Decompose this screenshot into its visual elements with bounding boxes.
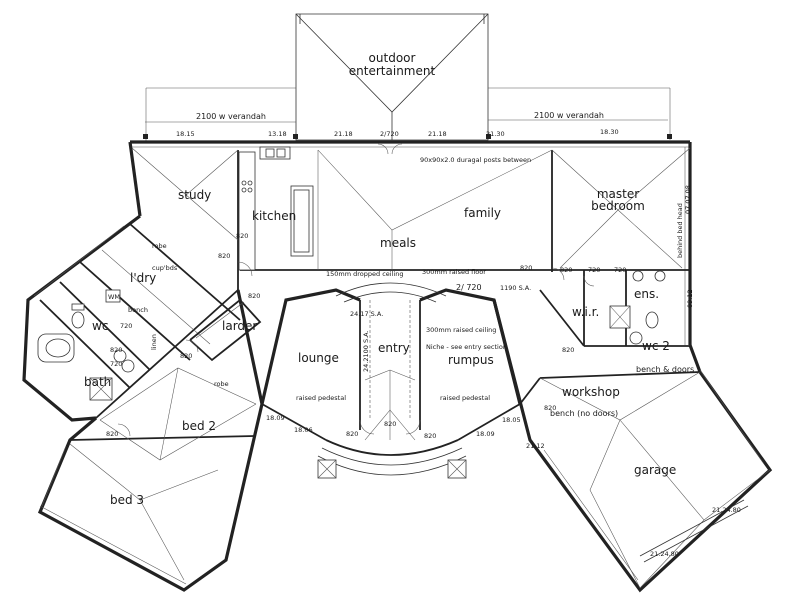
note-verandah-right: 2100 w verandah xyxy=(534,111,604,120)
dim-5: 21.18 xyxy=(428,130,447,138)
room-label-wc: wc xyxy=(92,319,108,333)
dim-22: 820 xyxy=(424,432,436,440)
note-cupbds: cup'bds xyxy=(152,264,178,272)
room-labels: outdoor entertainment study kitchen meal… xyxy=(84,51,676,507)
dim-3: 21.18 xyxy=(334,130,353,138)
room-label-wir: w.i.r. xyxy=(572,305,599,319)
note-raised-floor: 300mm raised floor xyxy=(422,268,486,276)
dim-11: 820 xyxy=(110,346,122,354)
note-behind-bed: behind bed head xyxy=(676,203,684,258)
dim-9: 820 xyxy=(248,292,260,300)
dim-6: 21.30 xyxy=(486,130,505,138)
room-label-bedroom: bedroom xyxy=(591,199,645,213)
dim-27: 18.06 xyxy=(294,426,313,434)
room-label-bath: bath xyxy=(84,375,111,389)
dim-8: 820 xyxy=(218,252,230,260)
dim-2: 13.18 xyxy=(268,130,287,138)
room-label-ens: ens. xyxy=(634,287,659,301)
dim-15: 820 xyxy=(560,266,572,274)
ceiling-diagonals xyxy=(131,147,691,270)
dim-26: 18.09 xyxy=(266,414,285,422)
note-bench-no-doors: bench (no doors) xyxy=(550,409,618,418)
dim-20: 820 xyxy=(384,420,396,428)
room-label-master: master xyxy=(597,187,639,201)
room-label-meals: meals xyxy=(380,236,416,250)
note-bench-doors: bench & doors xyxy=(636,365,694,374)
dim-12: 820 xyxy=(106,430,118,438)
dim-7: 18.30 xyxy=(600,128,619,136)
dim-1: 18.15 xyxy=(176,130,195,138)
dim-35: 820 xyxy=(520,264,532,272)
wm-label: WM xyxy=(108,293,120,301)
room-label-lounge: lounge xyxy=(298,351,339,365)
door-swings xyxy=(117,143,595,437)
dimensions: 18.15 13.18 21.18 2/720 21.18 21.30 18.3… xyxy=(106,128,741,558)
room-label-bed2: bed 2 xyxy=(182,419,216,433)
dim-17: 720 xyxy=(614,266,626,274)
room-label-entry: entry xyxy=(378,341,410,355)
dim-16: 720 xyxy=(588,266,600,274)
room-label-study: study xyxy=(178,188,211,202)
note-pedestal-left: raised pedestal xyxy=(296,394,346,402)
note-raised-ceiling: 300mm raised ceiling xyxy=(426,326,496,334)
outdoor-roof xyxy=(143,13,672,142)
dim-28: 18.09 xyxy=(476,430,495,438)
room-label-kitchen: kitchen xyxy=(252,209,296,223)
room-label-workshop: workshop xyxy=(562,385,620,399)
dim-23: 720 xyxy=(110,360,122,368)
dim-29: 18.05 xyxy=(502,416,521,424)
dim-36: 720 xyxy=(120,322,132,330)
room-label-larder: larder xyxy=(222,319,257,333)
room-label-ldry: l'dry xyxy=(130,271,156,285)
notes: 2100 w verandah 2100 w verandah 90x90x2.… xyxy=(108,111,694,418)
dim-33: 07.07.08 xyxy=(684,185,692,214)
outer-walls xyxy=(128,140,692,345)
note-verandah-left: 2100 w verandah xyxy=(196,112,266,121)
kitchen-fixtures xyxy=(238,146,314,271)
note-niche: Niche - see entry section xyxy=(426,343,507,351)
room-label-family: family xyxy=(464,206,501,220)
note-posts: 90x90x2.0 duragal posts between xyxy=(420,156,531,164)
note-pedestal-right: raised pedestal xyxy=(440,394,490,402)
dim-37: 820 xyxy=(236,232,248,240)
note-robe-1: robe xyxy=(152,242,167,250)
dim-19: 24.2100 S.A. xyxy=(362,330,370,372)
note-bench: bench xyxy=(128,306,148,314)
room-label-garage: garage xyxy=(634,463,676,477)
dim-34: 09.12 xyxy=(686,289,694,308)
dim-31: 21.24.80 xyxy=(650,550,679,558)
dim-13: 2/ 720 xyxy=(456,283,482,292)
room-label-wc2: wc 2 xyxy=(642,339,670,353)
dim-30: 21.12 xyxy=(526,442,545,450)
dim-21: 820 xyxy=(346,430,358,438)
dim-18: 24.17 S.A. xyxy=(350,310,383,318)
note-drop-ceiling: 150mm dropped ceiling xyxy=(326,270,403,278)
room-label-bed3: bed 3 xyxy=(110,493,144,507)
dim-10: 820 xyxy=(180,352,192,360)
room-label-outdoor: outdoor xyxy=(369,51,416,65)
dim-14: 1190 S.A. xyxy=(500,284,531,292)
note-linen: linen xyxy=(150,334,158,350)
dim-32: 21.24.80 xyxy=(712,506,741,514)
note-robe-2: robe xyxy=(214,380,229,388)
right-wing xyxy=(492,270,773,593)
dim-24: 820 xyxy=(544,404,556,412)
entry-zone xyxy=(260,282,522,479)
dim-4: 2/720 xyxy=(380,130,399,138)
room-label-rumpus: rumpus xyxy=(448,353,494,367)
dim-25: 820 xyxy=(562,346,574,354)
room-label-entertainment: entertainment xyxy=(349,64,436,78)
